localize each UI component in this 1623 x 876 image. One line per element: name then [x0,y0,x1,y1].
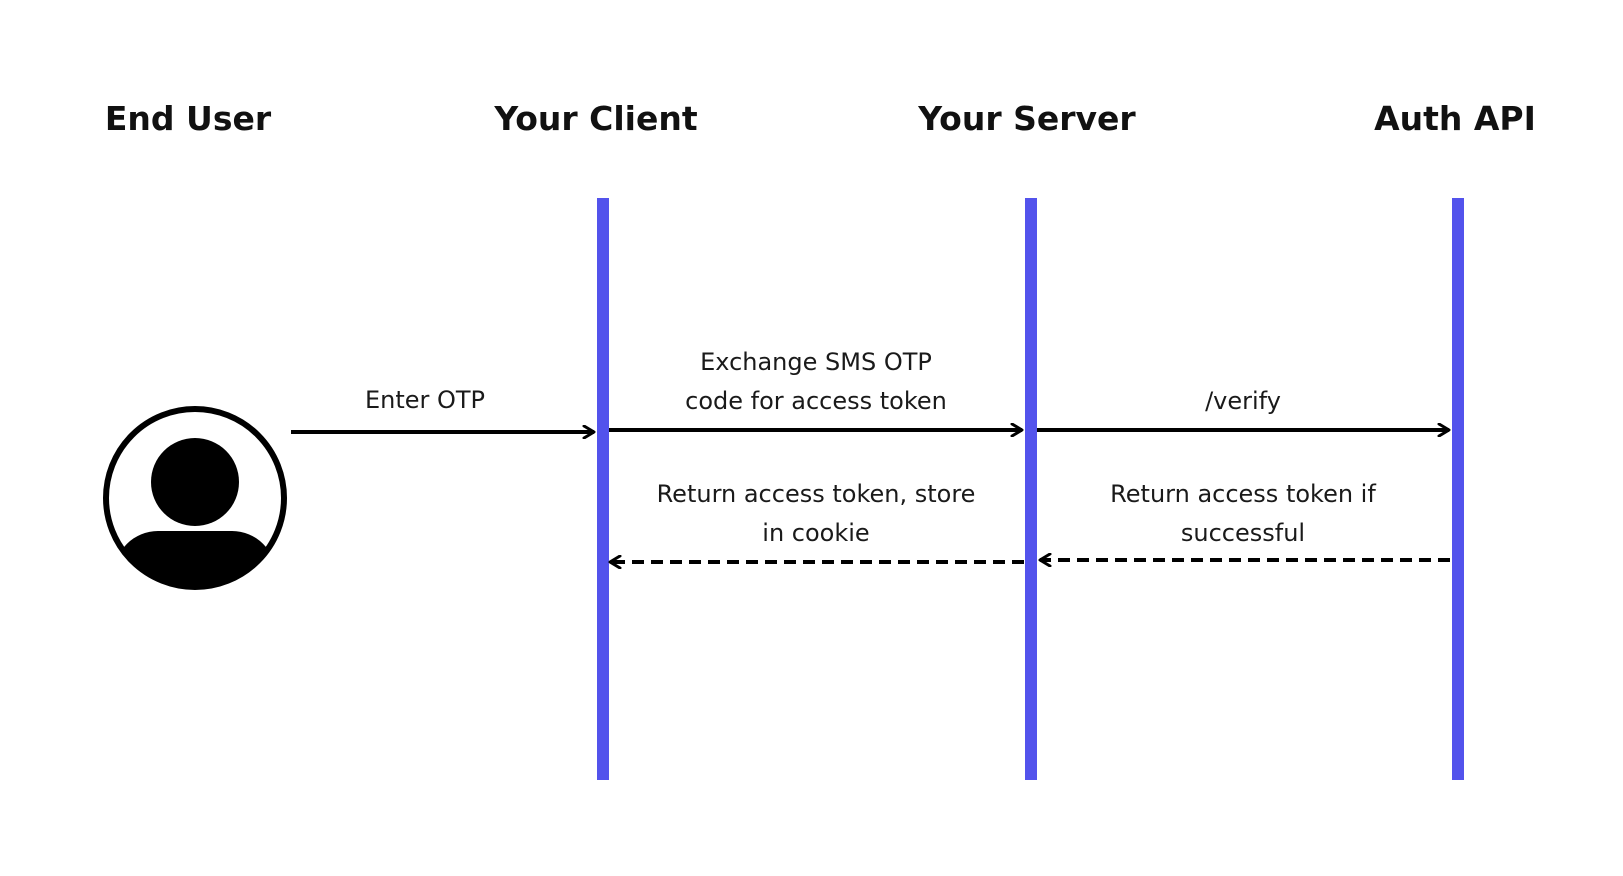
lifeline-your-client [597,198,609,780]
actor-title-your-client: Your Client [493,99,698,138]
message-label-enter-otp: Enter OTP [365,386,485,414]
actor-title-auth-api: Auth API [1374,99,1536,138]
message-label-exchange-otp-line1: Exchange SMS OTP [700,348,932,376]
message-label-exchange-otp-line2: code for access token [685,387,947,415]
lifeline-auth-api [1452,198,1464,780]
message-label-verify: /verify [1205,387,1281,415]
actor-title-end-user: End User [105,99,272,138]
message-label-return-if-successful-line1: Return access token if [1110,480,1376,508]
message-label-return-if-successful-line2: successful [1181,519,1305,547]
user-avatar-icon [103,406,287,590]
message-label-return-store-cookie-line2: in cookie [762,519,869,547]
lifeline-your-server [1025,198,1037,780]
actor-title-your-server: Your Server [917,99,1136,138]
message-label-return-store-cookie-line1: Return access token, store [657,480,976,508]
